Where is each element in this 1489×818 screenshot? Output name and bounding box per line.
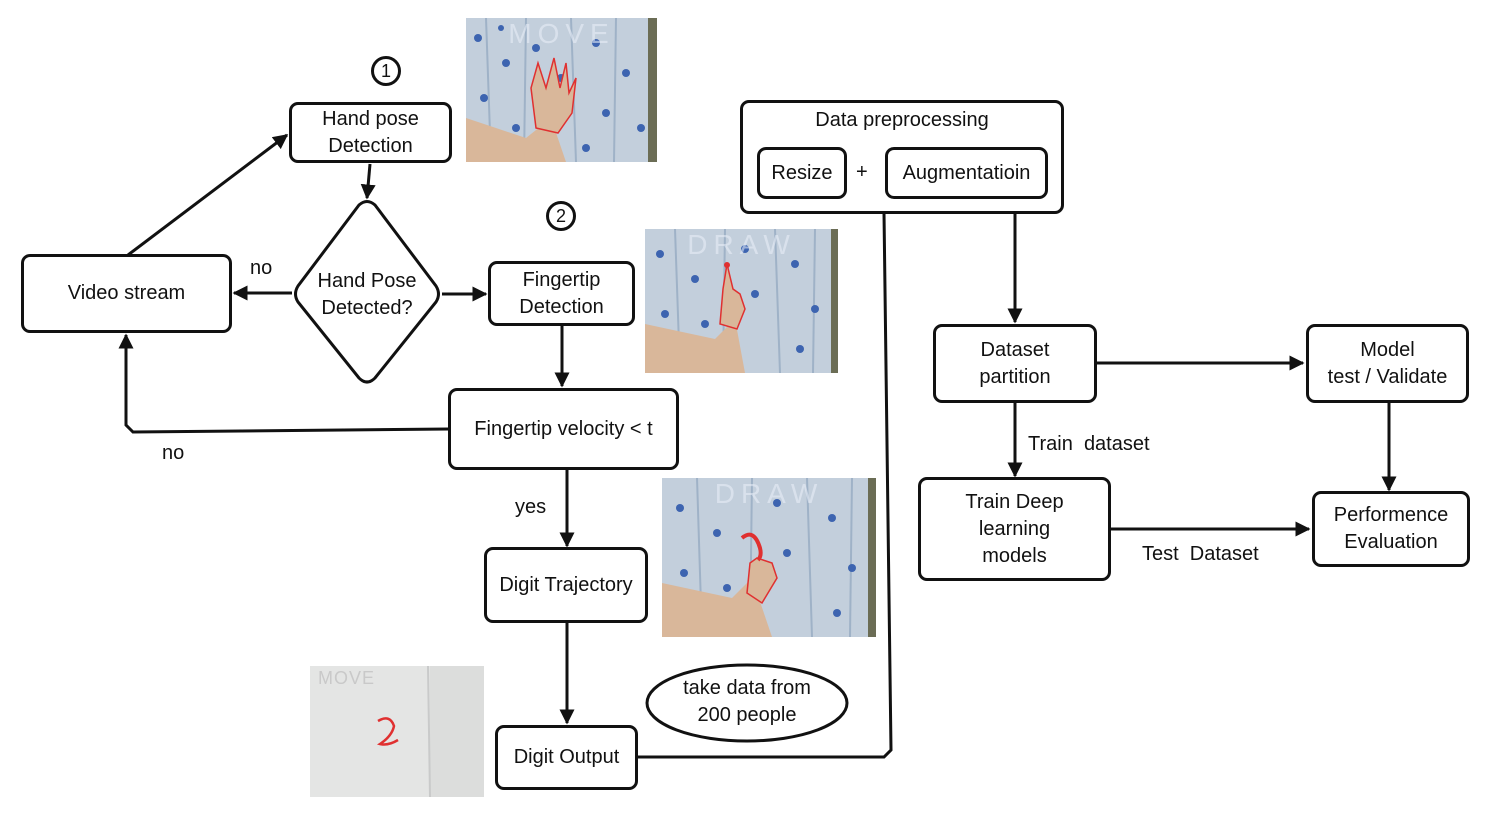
performance-label: Performence Evaluation [1333, 504, 1449, 553]
photo2-watermark: DRAW [687, 229, 796, 260]
decision-label: Hand Pose Detected? [317, 270, 417, 319]
fingertip-velocity-label: Fingertip velocity < t [474, 417, 653, 440]
arrow-handpose-to-decision [360, 163, 376, 200]
dataset-partition-box: Dataset partition [933, 324, 1097, 403]
edge-label-no-left: no [250, 257, 273, 279]
hand-pose-detection-label: Hand pose Detection [322, 107, 419, 157]
fingertip-detection-label: Fingertip Detection [519, 268, 604, 318]
hand-pose-photo: MOVE [466, 18, 657, 162]
fingertip-velocity-box: Fingertip velocity < t [448, 388, 679, 470]
arrow-velocity-no-to-video [118, 333, 450, 434]
augmentation-box: Augmentatioin [885, 147, 1048, 199]
take-data-label: take data from 200 people [683, 677, 811, 726]
augmentation-label: Augmentatioin [902, 161, 1031, 184]
photo4-watermark: MOVE [318, 668, 376, 688]
trajectory-photo: DRAW [662, 478, 876, 637]
model-test-box: Model test / Validate [1306, 324, 1469, 403]
edge-label-yes: yes [515, 496, 547, 518]
step-1-number: 1 [380, 60, 391, 81]
edge-label-test-dataset: Test Dataset [1142, 543, 1259, 565]
photo1-watermark: MOVE [508, 18, 615, 49]
data-preprocessing-label: Data preprocessing [815, 109, 989, 131]
step-2-number: 2 [555, 205, 566, 226]
digit-trajectory-box: Digit Trajectory [484, 547, 648, 623]
fingertip-photo: DRAW [645, 229, 838, 373]
train-models-box: Train Deep learning models [918, 477, 1111, 581]
take-data-ellipse [645, 663, 849, 743]
line-output-to-preprocessing [637, 212, 893, 759]
decision-diamond [294, 200, 440, 384]
edge-label-no-bottom: no [162, 442, 185, 464]
digit-output-box: Digit Output [495, 725, 638, 790]
digit-output-photo: MOVE [310, 666, 484, 797]
fingertip-detection-box: Fingertip Detection [488, 261, 635, 326]
dataset-partition-label: Dataset partition [979, 338, 1051, 388]
performance-box: Performence Evaluation [1312, 491, 1470, 567]
resize-label: Resize [771, 161, 833, 184]
step-2-badge: 2 [546, 201, 576, 231]
edge-label-train-dataset: Train dataset [1028, 433, 1150, 455]
hand-pose-detection-box: Hand pose Detection [289, 102, 452, 163]
photo3-watermark: DRAW [714, 478, 824, 509]
digit-output-label: Digit Output [513, 746, 620, 768]
resize-box: Resize [757, 147, 847, 199]
video-stream-box: Video stream [21, 254, 232, 333]
train-models-label: Train Deep learning models [965, 490, 1064, 567]
arrow-video-to-handpose [127, 133, 289, 257]
model-test-label: Model test / Validate [1327, 338, 1448, 388]
plus-sign: + [856, 161, 868, 183]
video-stream-label: Video stream [67, 282, 186, 304]
digit-trajectory-label: Digit Trajectory [499, 573, 633, 596]
step-1-badge: 1 [371, 56, 401, 86]
